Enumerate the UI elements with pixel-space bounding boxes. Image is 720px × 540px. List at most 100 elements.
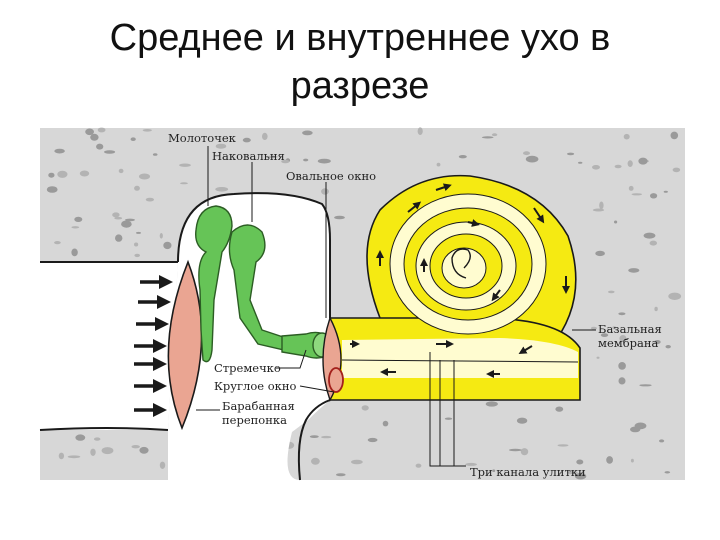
- label-hammer: Молоточек: [168, 131, 237, 145]
- bone-pore: [138, 173, 151, 180]
- bone-pore: [516, 417, 528, 424]
- round-window: [328, 367, 344, 393]
- bone-pore: [608, 290, 615, 294]
- bone-pore: [321, 188, 329, 195]
- bone-pore: [491, 133, 498, 137]
- title-line-2: разрезе: [290, 65, 430, 107]
- bone-pore: [614, 220, 618, 224]
- bone-pore: [101, 447, 114, 455]
- bone-pore: [130, 137, 136, 141]
- bone-pore: [643, 232, 656, 239]
- cavity-outline: [177, 192, 331, 318]
- bone-pore: [628, 268, 640, 273]
- bone-pore: [668, 292, 682, 300]
- basilar-line: [341, 359, 579, 363]
- bone-pore: [317, 158, 331, 164]
- bone-pore: [631, 193, 643, 196]
- bone-pore: [90, 448, 96, 456]
- bone-pore: [134, 242, 139, 247]
- bone-pore: [628, 185, 634, 191]
- bone-pore: [134, 253, 140, 258]
- ear-canal: [40, 262, 178, 430]
- cochlea: [329, 174, 581, 401]
- bone-pore: [112, 212, 120, 218]
- label-basilar-membrane-1: Базальная: [598, 322, 662, 336]
- bone-pore: [134, 185, 140, 191]
- bone-pore: [115, 234, 123, 242]
- bone-pore: [596, 356, 600, 359]
- bone-pore: [74, 216, 83, 222]
- label-eardrum-1: Барабанная: [222, 399, 295, 413]
- bone-pore: [159, 461, 166, 469]
- bone-pore: [574, 472, 587, 480]
- bone-pore: [75, 434, 86, 441]
- bone-pore: [71, 226, 80, 229]
- title-line-1: Среднее и внутреннее ухо в: [109, 17, 611, 59]
- bone-pore: [104, 150, 116, 154]
- bone-pore: [54, 241, 61, 245]
- bone-pore: [302, 130, 313, 136]
- bone-pore: [555, 406, 564, 412]
- bone-pore: [309, 435, 319, 438]
- bone-pore: [334, 215, 345, 220]
- bone-pore: [567, 471, 578, 475]
- bone-pore: [121, 220, 132, 228]
- bone-pore: [654, 306, 658, 312]
- bone-pore: [94, 437, 101, 441]
- bone-pore: [659, 439, 665, 443]
- bone-pore: [180, 182, 188, 185]
- bone-pore: [415, 463, 422, 468]
- bone-pore: [242, 137, 251, 143]
- bone-pore: [650, 193, 658, 199]
- bone-pore: [58, 452, 65, 460]
- bone-pore: [670, 131, 679, 140]
- bone-pore: [139, 446, 149, 454]
- bone-pore: [136, 231, 141, 234]
- bone-pore: [215, 143, 227, 149]
- bone-pore: [361, 405, 369, 411]
- bone-pore: [599, 201, 604, 210]
- bone-pore: [639, 384, 652, 387]
- bone-pore: [163, 241, 172, 250]
- label-stirrup: Стремечко: [214, 361, 281, 375]
- bone-pore: [606, 456, 613, 464]
- bone-pore: [481, 136, 494, 139]
- bone-pore: [627, 160, 633, 168]
- bone-pore: [303, 158, 309, 162]
- bone-pore: [612, 326, 617, 330]
- bone-pore: [436, 162, 441, 167]
- bone-pore: [619, 335, 627, 342]
- bone-pore: [592, 165, 600, 170]
- bone-pore: [351, 459, 363, 465]
- bone-pore: [492, 469, 496, 473]
- bone-pore: [152, 153, 158, 156]
- page-title: Среднее и внутреннее ухо в разрезе: [0, 14, 720, 110]
- label-round-window: Круглое окно: [214, 379, 297, 393]
- bone-pore: [654, 340, 661, 344]
- bone-pore: [48, 172, 55, 178]
- bone-pore: [623, 133, 630, 140]
- bone-pore: [57, 170, 68, 178]
- bone-pore: [614, 164, 622, 169]
- bone-pore: [630, 458, 634, 463]
- bone-pore: [525, 155, 539, 163]
- hammer-bone: [195, 205, 233, 363]
- bone-pore: [336, 473, 346, 477]
- bone-pore: [71, 248, 78, 257]
- bone-pore: [90, 133, 99, 141]
- bone-pore: [382, 420, 389, 427]
- bone-pore: [114, 216, 123, 220]
- bone-pore: [417, 127, 423, 135]
- bone-pore: [142, 129, 152, 132]
- bone-pore: [458, 155, 467, 159]
- bone-pore: [590, 326, 597, 330]
- bone-pore: [638, 157, 648, 165]
- bone-pore: [266, 155, 278, 159]
- bone-pore: [85, 128, 94, 136]
- bone-pore: [145, 197, 154, 202]
- bone-pore: [485, 401, 498, 407]
- bone-pore: [97, 127, 106, 133]
- bone-pore: [634, 422, 647, 430]
- bone-pore: [131, 445, 140, 449]
